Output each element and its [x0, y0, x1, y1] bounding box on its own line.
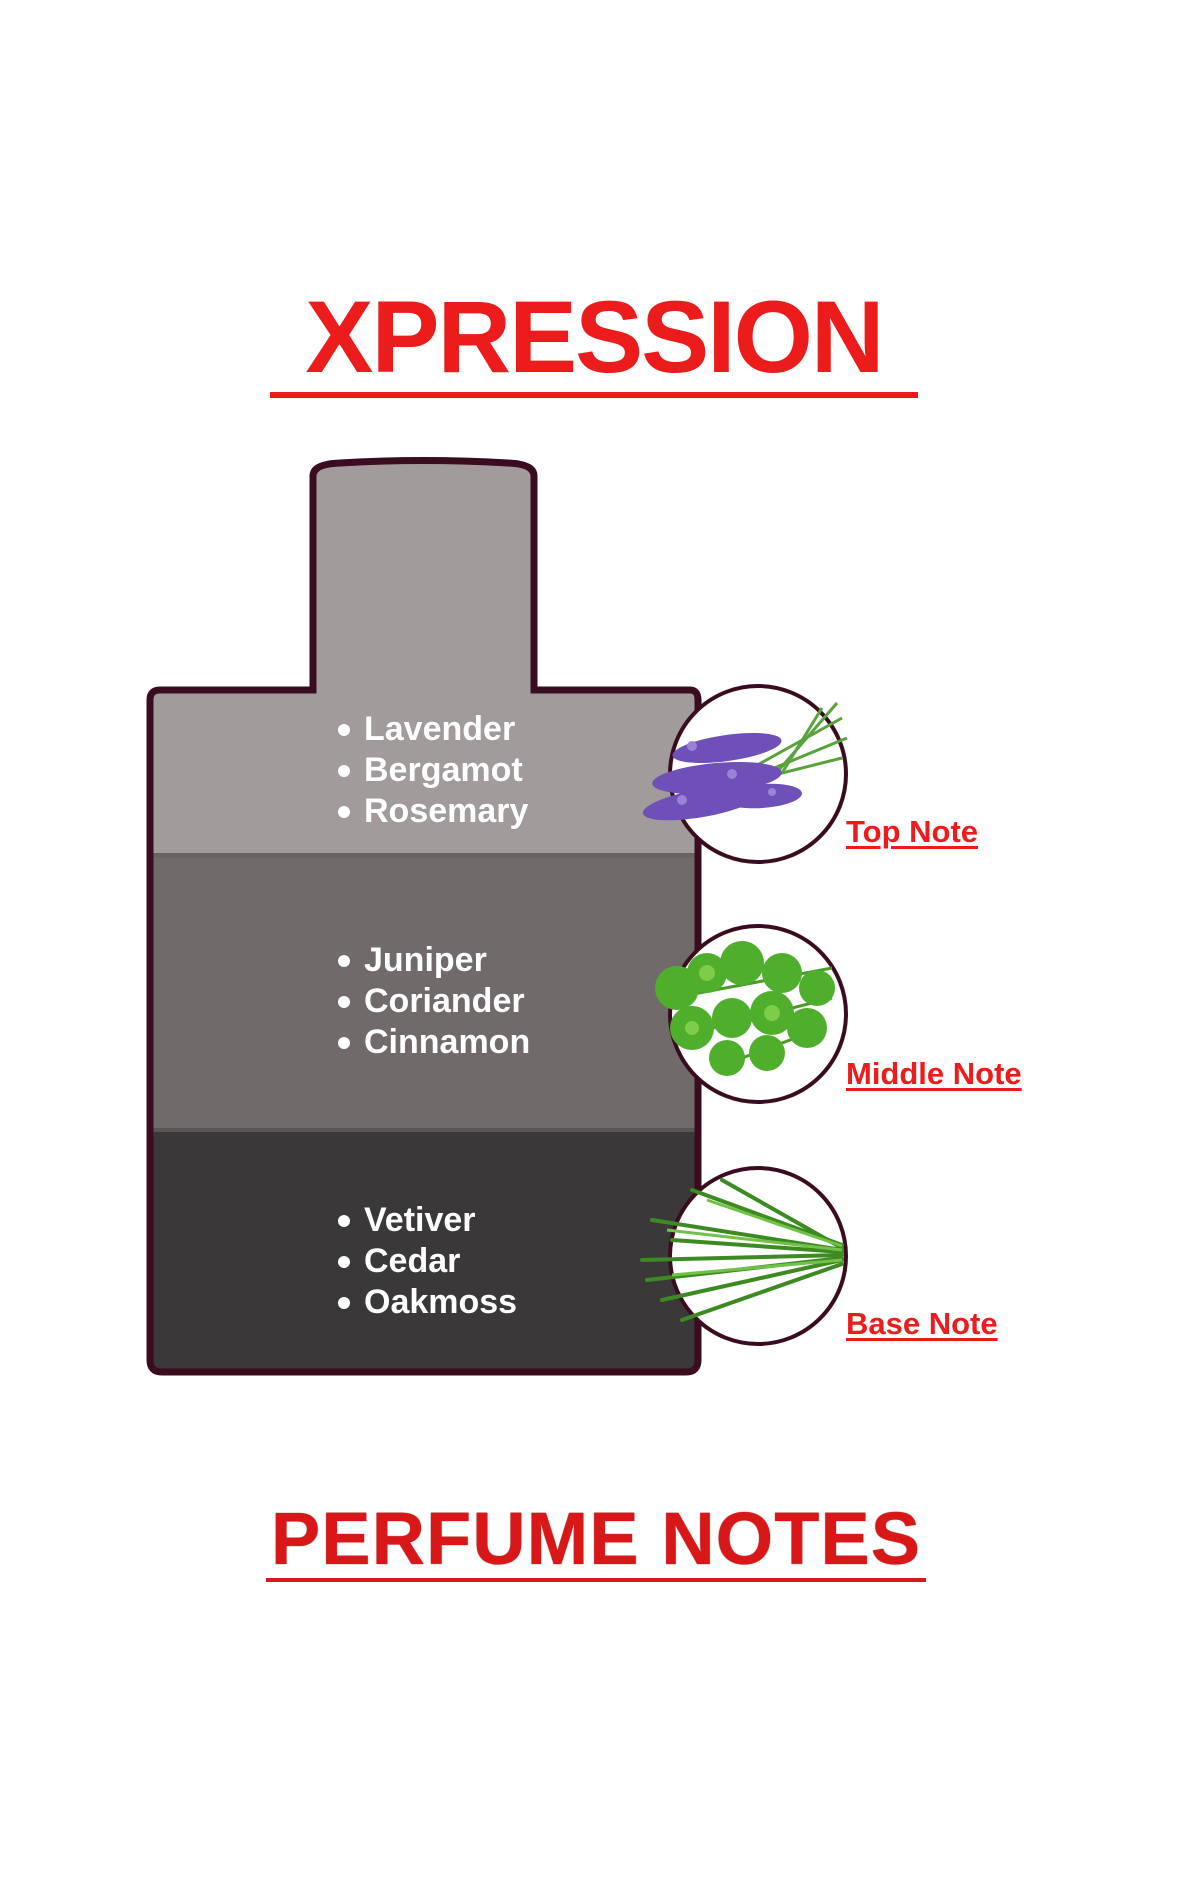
page-title: XPRESSION [270, 282, 918, 398]
middle-note-layer [150, 858, 698, 1130]
ingredient: Juniper [336, 940, 530, 981]
middle-note-image [655, 924, 848, 1104]
ingredient: Coriander [336, 981, 530, 1022]
ingredient: Lavender [336, 709, 528, 750]
ingredient: Cinnamon [336, 1022, 530, 1063]
coriander-icon [655, 941, 835, 1076]
vetiver-grass-icon [640, 1178, 844, 1322]
middle-note-ingredients: Juniper Coriander Cinnamon [336, 940, 530, 1063]
top-note-label: Top Note [846, 814, 979, 849]
base-note-layer [150, 1132, 698, 1372]
middle-note-label: Middle Note [846, 1056, 1022, 1091]
base-note-image [640, 1166, 848, 1346]
ingredient: Bergamot [336, 750, 528, 791]
ingredient: Rosemary [336, 791, 528, 832]
ingredient: Vetiver [336, 1200, 517, 1241]
base-note-label: Base Note [846, 1306, 998, 1341]
footer-title: PERFUME NOTES [266, 1500, 926, 1582]
ingredient: Cedar [336, 1241, 517, 1282]
lavender-icon [642, 702, 848, 821]
top-note-image [642, 684, 848, 864]
top-note-ingredients: Lavender Bergamot Rosemary [336, 709, 528, 832]
ingredient: Oakmoss [336, 1282, 517, 1323]
base-note-ingredients: Vetiver Cedar Oakmoss [336, 1200, 517, 1323]
